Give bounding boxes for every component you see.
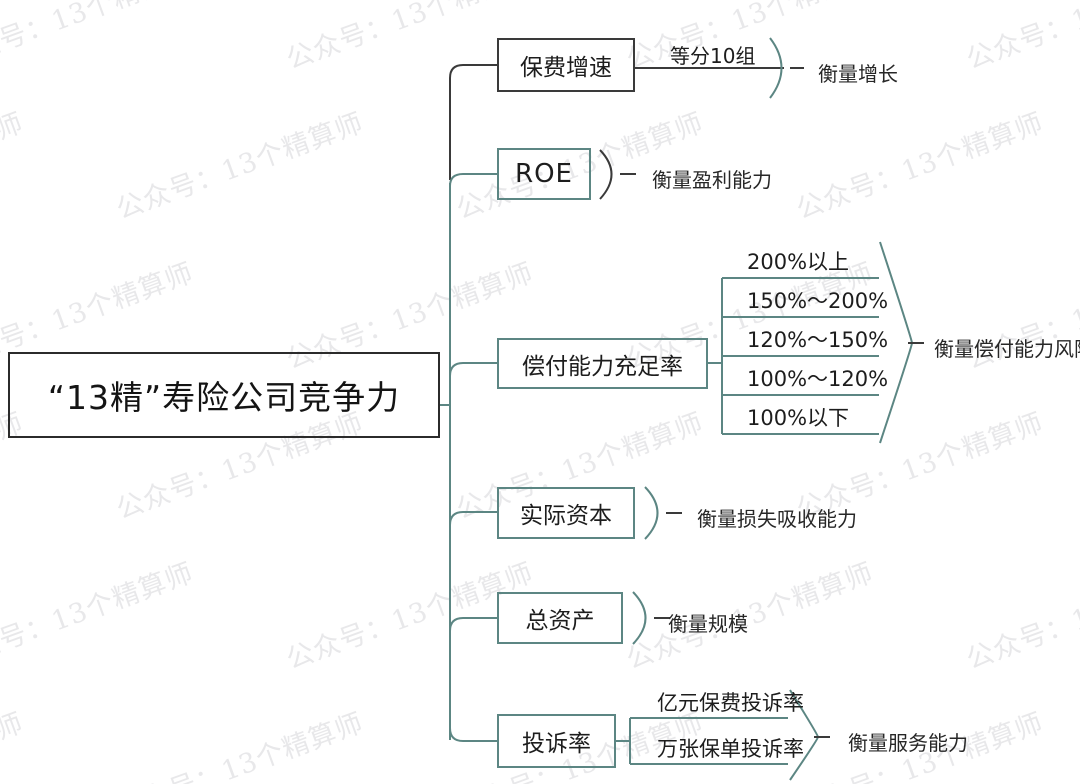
leaf-solvency-2[interactable]: 150%～200% [747, 289, 889, 313]
wire-branch-solvency [449, 362, 497, 377]
measure-premium-growth: 衡量增长 [818, 62, 898, 86]
wire-branch-roe [449, 173, 497, 187]
node-solvency-ratio[interactable]: 偿付能力充足率 [497, 338, 708, 389]
node-complaint-rate-label: 投诉率 [522, 731, 591, 757]
leaf-solvency-5[interactable]: 100%以下 [747, 406, 850, 430]
wire-branch-actual-capital [449, 511, 497, 526]
wire-branch-premium-growth [449, 64, 497, 180]
node-premium-growth[interactable]: 保费增速 [497, 38, 635, 92]
node-solvency-ratio-label: 偿付能力充足率 [522, 353, 683, 380]
node-roe[interactable]: ROE [497, 148, 591, 200]
node-total-assets-label: 总资产 [525, 608, 595, 634]
brace-total-assets [632, 591, 647, 645]
brace-actual-capital [644, 486, 659, 540]
node-total-assets[interactable]: 总资产 [497, 592, 623, 644]
measure-roe: 衡量盈利能力 [652, 168, 772, 192]
measure-total-assets: 衡量规模 [668, 612, 748, 636]
root-node[interactable]: “13精”寿险公司竞争力 [8, 352, 440, 438]
root-node-label: “13精”寿险公司竞争力 [47, 378, 401, 417]
measure-solvency-ratio: 衡量偿付能力风险 [934, 337, 1080, 361]
leaf-solvency-4[interactable]: 100%～120% [747, 367, 889, 391]
node-premium-growth-label: 保费增速 [520, 55, 612, 81]
wire-branch-total-assets [449, 617, 497, 632]
leaf-complaint-1[interactable]: 亿元保费投诉率 [657, 690, 804, 715]
node-roe-label: ROE [515, 159, 573, 189]
node-complaint-rate[interactable]: 投诉率 [497, 714, 616, 768]
measure-actual-capital: 衡量损失吸收能力 [697, 507, 857, 531]
wire-branch-complaint-rate [449, 727, 497, 742]
measure-complaint-rate: 衡量服务能力 [848, 731, 968, 755]
leaf-complaint-2[interactable]: 万张保单投诉率 [657, 736, 804, 761]
leaf-solvency-1[interactable]: 200%以上 [747, 250, 850, 274]
leaf-solvency-3[interactable]: 120%～150% [747, 328, 889, 352]
brace-roe [599, 149, 613, 200]
brace-premium-growth [769, 37, 783, 99]
node-actual-capital-label: 实际资本 [520, 503, 612, 529]
label-premium-growth-inline: 等分10组 [670, 44, 756, 68]
node-actual-capital[interactable]: 实际资本 [497, 487, 635, 539]
